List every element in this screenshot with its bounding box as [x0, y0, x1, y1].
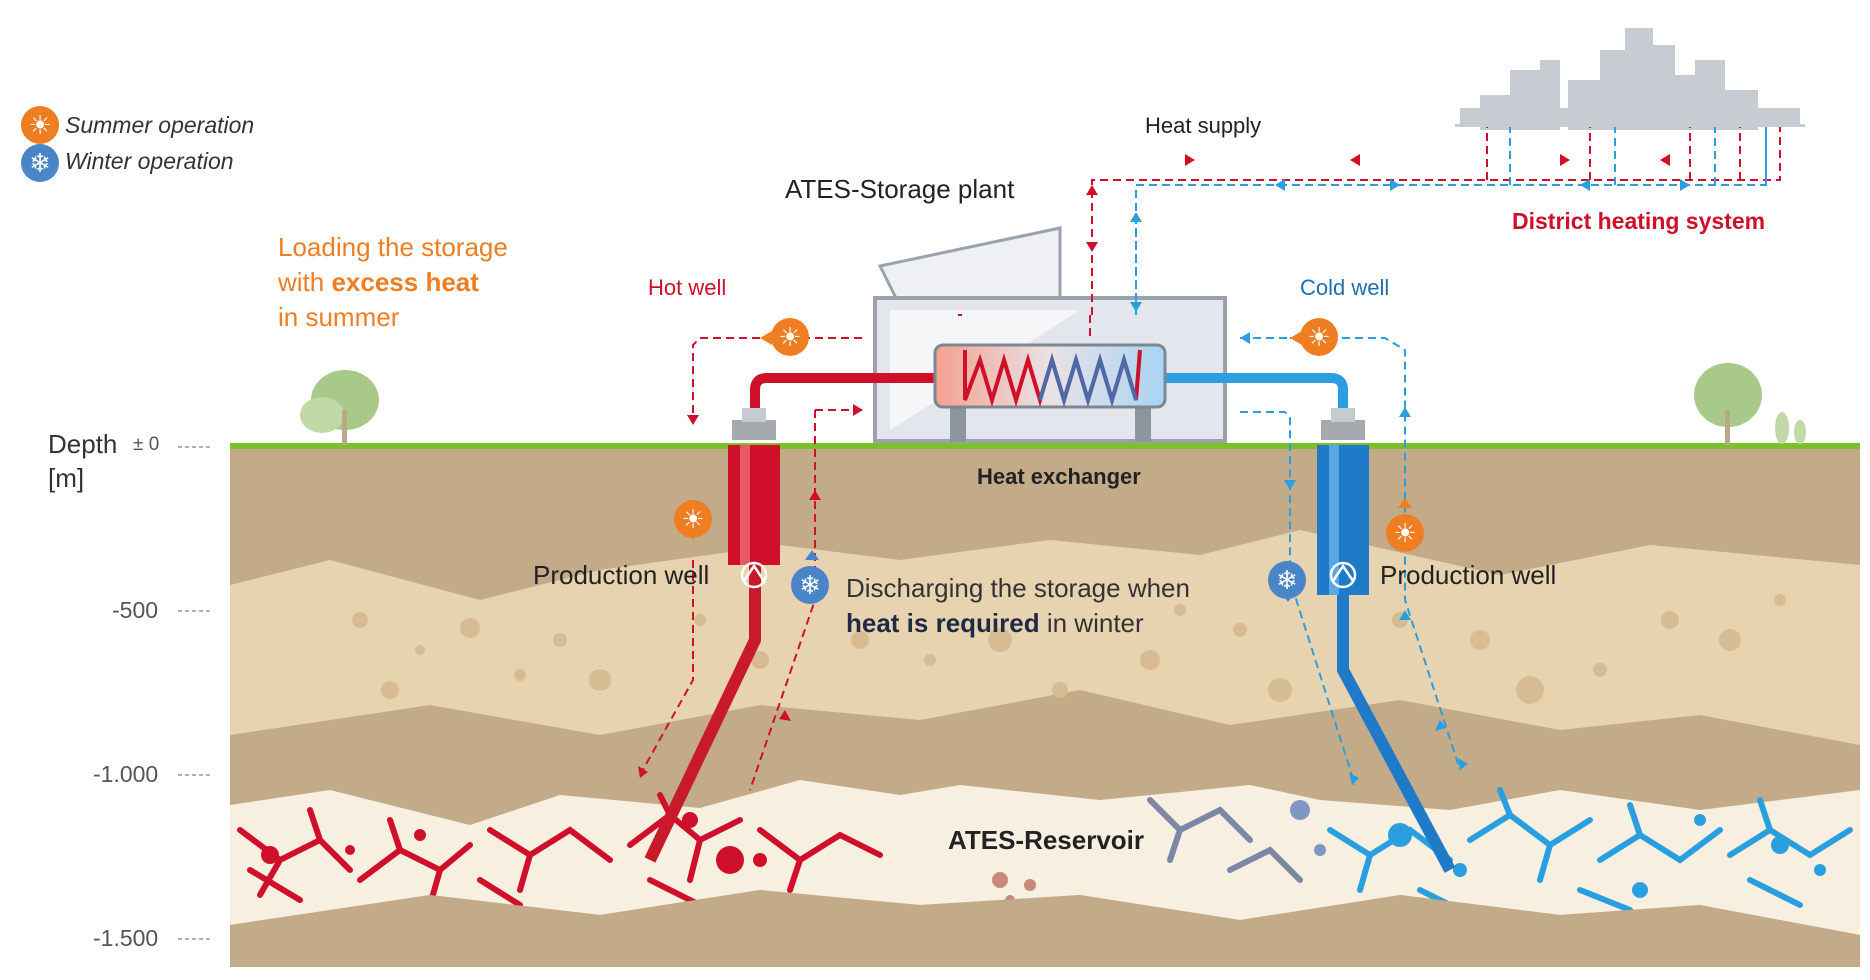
storage-plant-building — [873, 226, 1227, 443]
loading-line-2-prefix: with — [278, 267, 332, 297]
tree-left — [300, 370, 379, 445]
sun-icon: ☀ — [674, 500, 712, 538]
snowflake-icon: ❄ — [1268, 561, 1306, 599]
sun-icon: ☀ — [771, 318, 809, 356]
mixed-bubbles — [1290, 800, 1326, 856]
cold-arrowheads — [1130, 179, 1690, 785]
legend-winter-label: Winter operation — [65, 148, 234, 174]
cold-bubbles — [1388, 814, 1826, 898]
sand-pebbles — [352, 594, 1786, 704]
sun-icon: ☀ — [1300, 318, 1338, 356]
discharging-line-2-suffix: in winter — [1039, 608, 1144, 638]
loading-line-1: Loading the storage — [278, 232, 508, 262]
loading-line-3: in summer — [278, 302, 400, 332]
heat-exchanger — [933, 343, 1167, 409]
depth-tick-500: -500 — [112, 597, 159, 623]
discharging-line-2: heat is required in winter — [846, 606, 1190, 641]
sun-icon: ☀ — [1386, 514, 1424, 552]
city-skyline — [1455, 28, 1805, 130]
discharging-caption: Discharging the storage when heat is req… — [846, 571, 1190, 641]
lower-ground-layer — [230, 890, 1860, 967]
depth-axis-title-line-1: Depth — [48, 429, 118, 459]
snowflake-icon: ❄ — [791, 566, 829, 604]
loading-caption: Loading the storage with excess heat in … — [278, 230, 508, 335]
hot-fractures — [237, 792, 883, 908]
well-pump-icons — [740, 561, 1357, 589]
depth-tick-lines — [178, 446, 210, 940]
plant-label: ATES-Storage plant — [785, 174, 1015, 204]
sun-icon: ☀ — [21, 106, 59, 144]
depth-tick-1500: -1.500 — [93, 925, 159, 951]
loading-line-2-bold: excess heat — [331, 267, 479, 297]
heat-exchanger-label: Heat exchanger — [977, 464, 1141, 489]
discharging-line-1: Discharging the storage when — [846, 573, 1190, 603]
hot-arrowheads — [638, 154, 1670, 778]
reservoir-layer — [230, 780, 1860, 935]
legend-summer-label: Summer operation — [65, 112, 255, 138]
depth-tick-1000: -1.000 — [93, 761, 159, 787]
grass-line — [230, 443, 1860, 449]
hot-bubbles — [261, 812, 767, 874]
heat-supply-label: Heat supply — [1145, 113, 1262, 138]
loading-line-2: with excess heat — [278, 265, 508, 300]
depth-tick-0: ± 0 — [133, 434, 160, 455]
production-well-right-label: Production well — [1380, 560, 1557, 590]
snowflake-icon: ❄ — [21, 144, 59, 182]
district-heating-label: District heating system — [1512, 208, 1766, 234]
sand-layer — [230, 530, 1860, 745]
tree-right — [1694, 363, 1806, 445]
depth-axis-title-line-2: [m] — [48, 463, 85, 493]
reservoir-label: ATES-Reservoir — [948, 825, 1145, 855]
discharging-line-2-bold: heat is required — [846, 608, 1040, 638]
hot-well-label: Hot well — [648, 275, 727, 300]
cold-well-label: Cold well — [1300, 275, 1390, 300]
mixed-fractures — [1147, 797, 1303, 883]
cold-flow-lines — [1135, 127, 1767, 786]
cold-pipe — [1163, 373, 1456, 873]
production-well-left-label: Production well — [533, 560, 710, 590]
